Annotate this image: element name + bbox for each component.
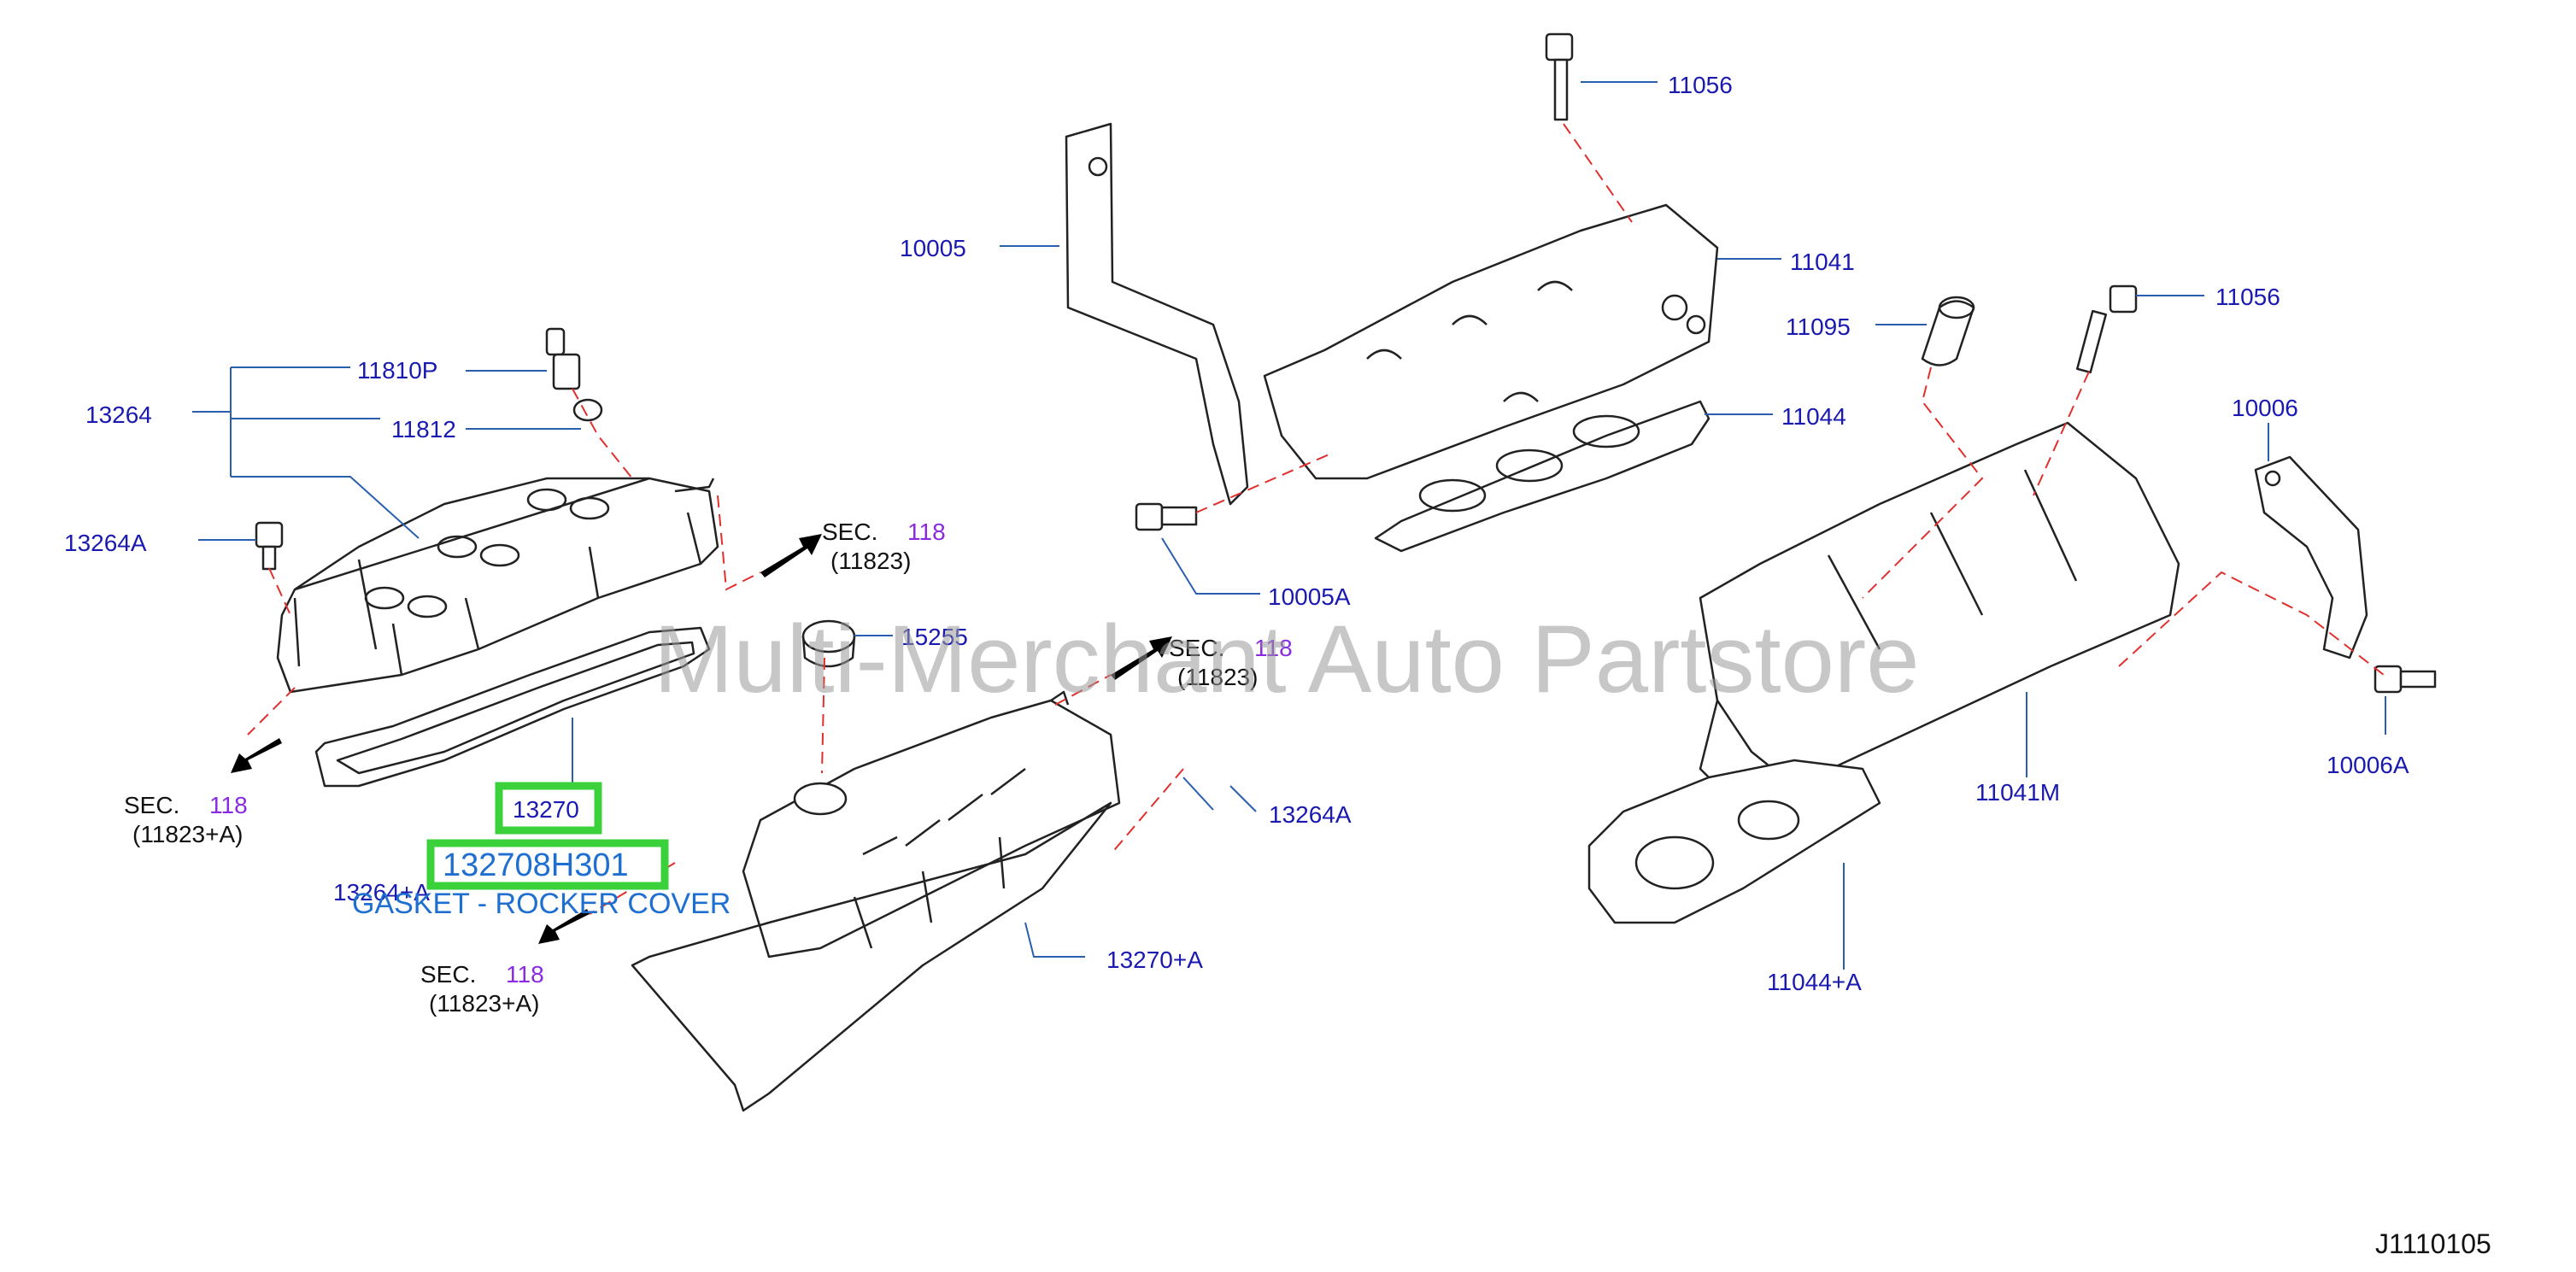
cylinder-head-right-bank-drawing <box>1263 203 1719 480</box>
head-gasket-11044-drawing <box>1374 400 1710 553</box>
part-label-10006A[interactable]: 10006A <box>2327 752 2409 778</box>
arrow-left-icon <box>538 909 590 944</box>
rocker-cover-left-drawing <box>276 477 719 694</box>
section-number[interactable]: 118 <box>506 961 544 988</box>
rocker-cover-center-drawing <box>631 690 1121 1112</box>
arrow-right-icon <box>1111 636 1172 680</box>
highlight-box-oem-number <box>426 839 669 890</box>
highlight-oem-number[interactable]: 132708H301 <box>443 847 629 883</box>
leader-lines <box>192 81 2386 970</box>
section-arrows <box>231 534 1172 944</box>
oil-cap-drawing <box>801 619 856 668</box>
section-ref: (11823) <box>830 548 911 574</box>
part-label-13270pA[interactable]: 13270+A <box>1106 947 1203 973</box>
rocker-cover-gasket-left-drawing <box>314 626 711 788</box>
highlight-box-part-number <box>495 782 602 835</box>
section-number[interactable]: 118 <box>209 792 248 818</box>
section-ref: (11823+A) <box>429 990 539 1017</box>
part-labels: 13264 11810P 11812 13264A 13264+A 15255 … <box>64 72 2409 995</box>
highlighted-part[interactable]: 13270 132708H301 GASKET - ROCKER COVER <box>352 782 731 920</box>
alignment-lines <box>247 123 2385 915</box>
part-label-13264A-right[interactable]: 13264A <box>1269 801 1352 828</box>
section-ref-4[interactable]: SEC. 118 (11823) <box>1169 635 1293 690</box>
part-label-11056-top[interactable]: 11056 <box>1668 72 1733 98</box>
part-label-10006[interactable]: 10006 <box>2232 395 2298 421</box>
section-label: SEC. <box>124 792 179 818</box>
part-label-11056-right[interactable]: 11056 <box>2215 284 2280 310</box>
part-label-11041[interactable]: 11041 <box>1790 249 1855 275</box>
bolt-10005A-drawing <box>1135 502 1198 531</box>
section-number[interactable]: 118 <box>1254 635 1293 661</box>
part-label-10005A[interactable]: 10005A <box>1268 583 1351 610</box>
bracket-10005-drawing <box>1065 122 1249 506</box>
part-label-11044pA[interactable]: 11044+A <box>1767 969 1862 995</box>
dowel-11095-drawing <box>1921 296 1975 366</box>
arrow-left-icon <box>231 738 282 773</box>
highlight-description: GASKET - ROCKER COVER <box>352 888 731 920</box>
part-label-11041M[interactable]: 11041M <box>1975 779 2060 806</box>
section-label: SEC. <box>1169 635 1224 661</box>
section-number[interactable]: 118 <box>907 519 946 545</box>
pcv-valve-drawing <box>255 327 603 571</box>
section-ref-2[interactable]: SEC. 118 (11823+A) <box>124 792 248 847</box>
part-label-13264A-left[interactable]: 13264A <box>64 530 147 556</box>
section-ref-3[interactable]: SEC. 118 (11823+A) <box>420 961 544 1017</box>
part-label-13264[interactable]: 13264 <box>85 402 152 428</box>
section-ref: (11823) <box>1177 664 1258 690</box>
section-label: SEC. <box>420 961 476 988</box>
bolt-11056-top-drawing <box>1545 32 1574 121</box>
diagram-id: J1110105 <box>2375 1228 2491 1259</box>
part-label-10005[interactable]: 10005 <box>900 235 966 261</box>
part-label-11810P[interactable]: 11810P <box>357 357 437 384</box>
bolt-11056-right-drawing <box>2075 284 2138 374</box>
bolt-10006A-drawing <box>2374 665 2437 694</box>
part-label-11044[interactable]: 11044 <box>1781 403 1846 430</box>
part-label-13264pA[interactable]: 13264+A <box>333 879 430 906</box>
head-gasket-11044A-drawing <box>1587 759 1881 924</box>
section-label: SEC. <box>822 519 877 545</box>
arrow-right-icon <box>760 534 822 577</box>
watermark: Multi-Merchant Auto Partstore <box>654 606 1919 712</box>
part-label-11095[interactable]: 11095 <box>1786 314 1851 340</box>
bracket-10006-drawing <box>2254 455 2368 659</box>
section-ref: (11823+A) <box>132 821 243 847</box>
highlight-part-number[interactable]: 13270 <box>513 796 579 823</box>
section-ref-1[interactable]: SEC. 118 (11823) <box>822 519 946 574</box>
part-label-11812[interactable]: 11812 <box>391 416 456 443</box>
part-label-15255[interactable]: 15255 <box>901 624 968 650</box>
